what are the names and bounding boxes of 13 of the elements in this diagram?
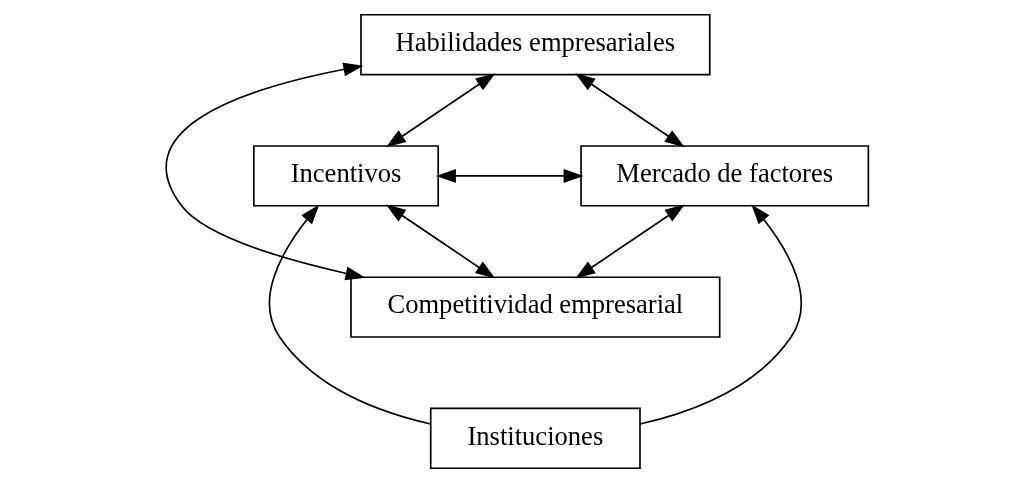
node-box: Mercado de factores [580, 145, 870, 207]
node-box: Instituciones [429, 407, 641, 470]
arrow [435, 168, 584, 183]
arrow [575, 73, 685, 148]
arrow [639, 204, 802, 425]
arrow [385, 73, 496, 148]
node-box: Incentivos [253, 145, 439, 207]
arrow [575, 204, 685, 279]
arrow [165, 62, 366, 281]
arrow [385, 204, 496, 279]
node-box: Habilidades empresariales [360, 13, 711, 76]
arrow [268, 204, 432, 425]
node-box: Competitividad empresarial [350, 276, 721, 338]
